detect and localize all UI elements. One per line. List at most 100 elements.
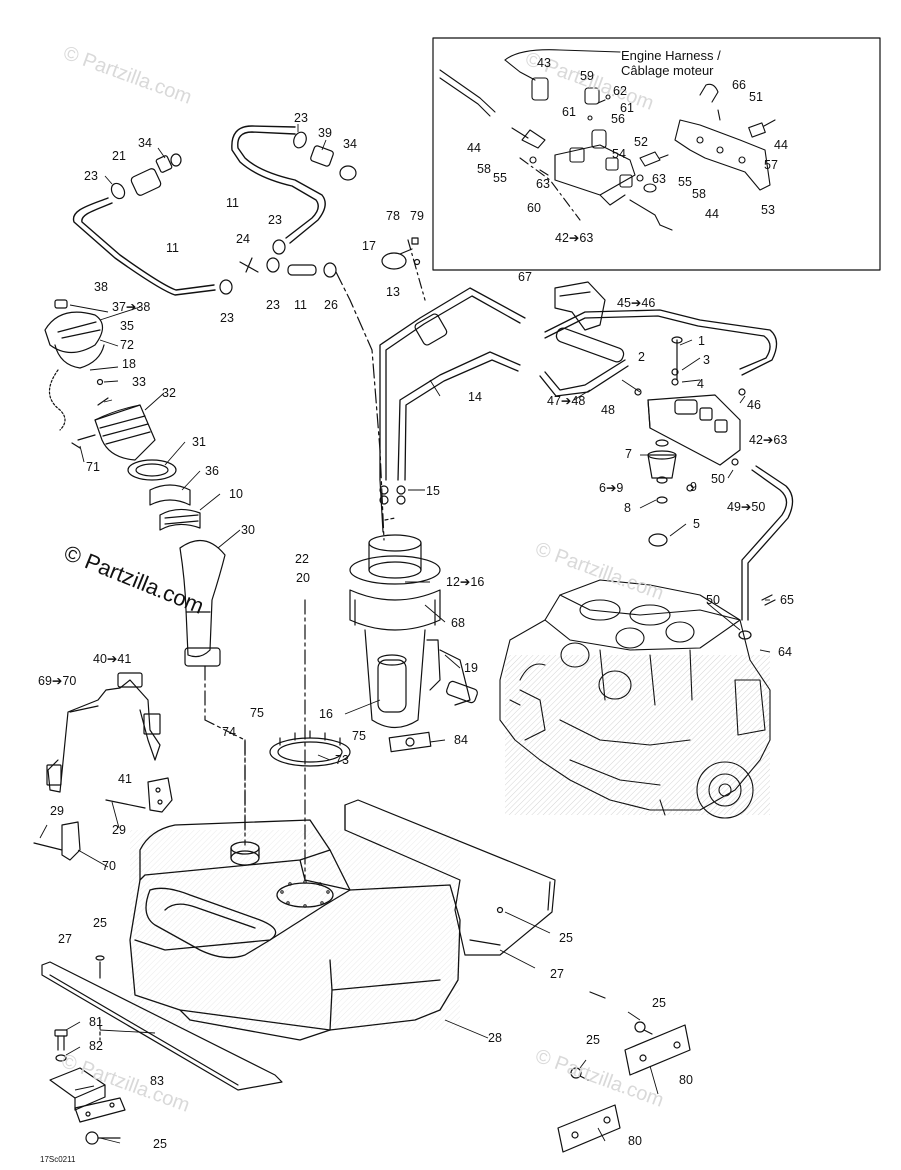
harness-label-en: Engine Harness / xyxy=(621,48,721,63)
callout-label: 49➔50 xyxy=(727,500,766,514)
drawing-code: 17Sc0211 xyxy=(40,1155,76,1164)
callout-label: 34 xyxy=(343,137,357,151)
callout-label: 33 xyxy=(132,375,146,389)
callout-label: 66 xyxy=(732,78,746,92)
callout-label: 75 xyxy=(352,729,366,743)
callout-label: 29 xyxy=(50,804,64,818)
callout-label: 23 xyxy=(294,111,308,125)
callout-label: 38 xyxy=(94,280,108,294)
callout-label: 44 xyxy=(774,138,788,152)
callout-label: 25 xyxy=(586,1033,600,1047)
callout-label: 3 xyxy=(703,353,710,367)
inset-frame xyxy=(432,37,881,271)
callout-label: 60 xyxy=(527,201,541,215)
callout-label: 69➔70 xyxy=(38,674,77,688)
callout-label: 2 xyxy=(638,350,645,364)
callout-label: 78 xyxy=(386,209,400,223)
callout-label: 18 xyxy=(122,357,136,371)
callout-label: 25 xyxy=(93,916,107,930)
callout-label: 51 xyxy=(749,90,763,104)
callout-label: 71 xyxy=(86,460,100,474)
callout-label: 70 xyxy=(102,859,116,873)
callout-label: 11 xyxy=(166,241,179,255)
callout-label: 50 xyxy=(711,472,725,486)
callout-label: 40➔41 xyxy=(93,652,132,666)
inset-harness-label: Engine Harness / Câblage moteur xyxy=(621,48,721,79)
callout-label: 22 xyxy=(295,552,309,566)
callout-label: 45➔46 xyxy=(617,296,656,310)
callout-label: 58 xyxy=(692,187,706,201)
callout-label: 20 xyxy=(296,571,310,585)
callout-label: 68 xyxy=(451,616,465,630)
callout-label: 10 xyxy=(229,487,243,501)
callout-label: 12➔16 xyxy=(446,575,485,589)
callout-label: 24 xyxy=(236,232,250,246)
callout-label: 32 xyxy=(162,386,176,400)
callout-label: 23 xyxy=(266,298,280,312)
callout-label: 43 xyxy=(537,56,551,70)
callout-label: 41 xyxy=(118,772,132,786)
callout-label: 34 xyxy=(138,136,152,150)
callout-label: 35 xyxy=(120,319,134,333)
callout-label: 81 xyxy=(89,1015,103,1029)
callout-label: 54 xyxy=(612,147,626,161)
callout-label: 28 xyxy=(488,1031,502,1045)
callout-label: 31 xyxy=(192,435,206,449)
callout-label: 27 xyxy=(550,967,564,981)
callout-label: 73 xyxy=(335,753,349,767)
callout-label: 72 xyxy=(120,338,134,352)
callout-label: 53 xyxy=(761,203,775,217)
callout-label: 55 xyxy=(493,171,507,185)
callout-label: 19 xyxy=(464,661,478,675)
callout-label: 46 xyxy=(747,398,761,412)
callout-label: 74 xyxy=(222,725,236,739)
callout-label: 25 xyxy=(652,996,666,1010)
callout-label: 48 xyxy=(601,403,615,417)
callout-label: 55 xyxy=(678,175,692,189)
callout-label: 23 xyxy=(220,311,234,325)
callout-label: 7 xyxy=(625,447,632,461)
callout-label: 14 xyxy=(468,390,482,404)
callout-label: 56 xyxy=(611,112,625,126)
callout-label: 44 xyxy=(705,207,719,221)
callout-label: 5 xyxy=(693,517,700,531)
callout-label: 50 xyxy=(706,593,720,607)
callout-label: 25 xyxy=(559,931,573,945)
callout-label: 11 xyxy=(226,196,239,210)
callout-label: 30 xyxy=(241,523,255,537)
callout-label: 9 xyxy=(690,480,697,494)
callout-label: 65 xyxy=(780,593,794,607)
callout-label: 57 xyxy=(764,158,778,172)
callout-label: 27 xyxy=(58,932,72,946)
callout-label: 17 xyxy=(362,239,376,253)
callout-label: 23 xyxy=(268,213,282,227)
callout-label: 8 xyxy=(624,501,631,515)
callout-label: 63 xyxy=(536,177,550,191)
callout-label: 44 xyxy=(467,141,481,155)
callout-label: 11 xyxy=(294,298,307,312)
callout-label: 16 xyxy=(319,707,333,721)
callout-label: 63 xyxy=(652,172,666,186)
callout-label: 23 xyxy=(84,169,98,183)
callout-label: 21 xyxy=(112,149,126,163)
callout-label: 83 xyxy=(150,1074,164,1088)
callout-label: 58 xyxy=(477,162,491,176)
callout-label: 29 xyxy=(112,823,126,837)
callout-label: 52 xyxy=(634,135,648,149)
callout-label: 42➔63 xyxy=(749,433,788,447)
callout-label: 37➔38 xyxy=(112,300,151,314)
callout-label: 80 xyxy=(628,1134,642,1148)
callout-label: 82 xyxy=(89,1039,103,1053)
callout-label: 80 xyxy=(679,1073,693,1087)
callout-label: 61 xyxy=(562,105,576,119)
callout-label: 75 xyxy=(250,706,264,720)
harness-label-fr: Câblage moteur xyxy=(621,62,714,78)
callout-label: 39 xyxy=(318,126,332,140)
callout-label: 36 xyxy=(205,464,219,478)
callout-label: 15 xyxy=(426,484,440,498)
callout-label: 79 xyxy=(410,209,424,223)
callout-label: 4 xyxy=(697,377,704,391)
callout-label: 64 xyxy=(778,645,792,659)
